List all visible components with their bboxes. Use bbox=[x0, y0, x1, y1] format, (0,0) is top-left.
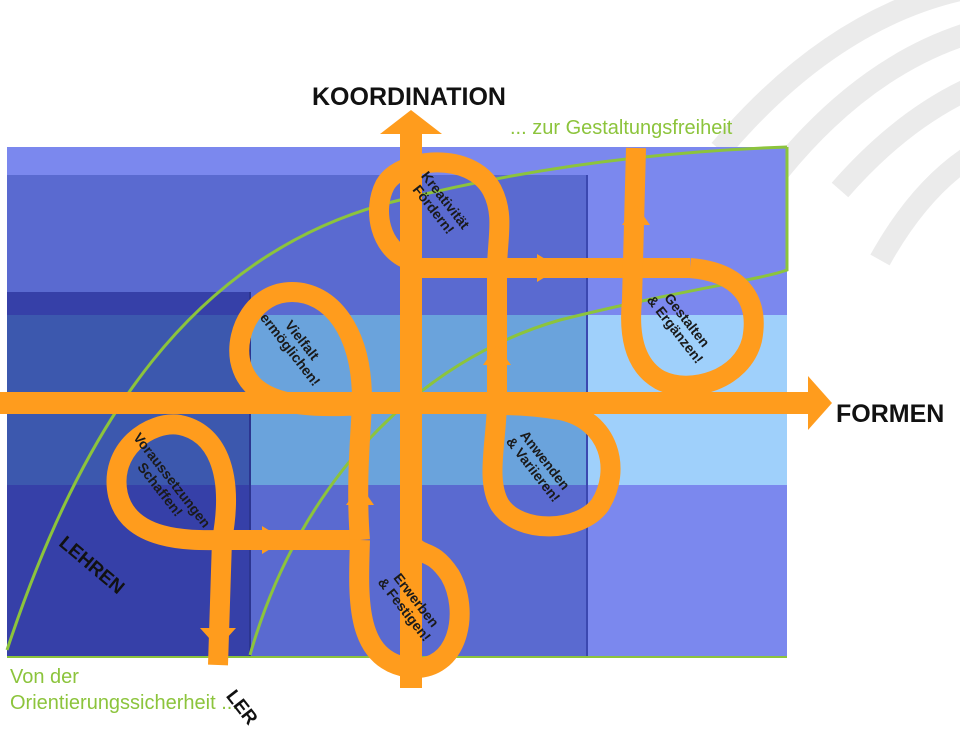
loop-voraussetzungen-path bbox=[106, 414, 360, 666]
axis-arrows bbox=[0, 110, 832, 688]
outer-boundary-curve bbox=[5, 145, 788, 651]
loop-vielfalt-path bbox=[229, 282, 372, 541]
path-direction-arrows bbox=[200, 205, 650, 648]
phrase-gestaltungsfreiheit: ... zur Gestaltungsfreiheit bbox=[510, 117, 733, 139]
loop-kreativitaet-path bbox=[369, 152, 510, 400]
loop-erwerben-path bbox=[349, 534, 470, 679]
phrase-von-der: Von der bbox=[10, 666, 79, 688]
phrase-orientierungssicherheit: Orientierungssicherheit ... bbox=[10, 692, 238, 714]
vertical-axis-arrowhead bbox=[380, 110, 442, 134]
background-swoosh-decoration bbox=[711, 0, 960, 266]
horizontal-axis-shaft bbox=[0, 392, 812, 414]
vertical-axis-label: KOORDINATION bbox=[312, 83, 506, 111]
loop-gestalten-path bbox=[621, 147, 764, 396]
horizontal-axis-label: FORMEN bbox=[836, 400, 945, 428]
horizontal-axis-arrowhead bbox=[808, 376, 832, 430]
